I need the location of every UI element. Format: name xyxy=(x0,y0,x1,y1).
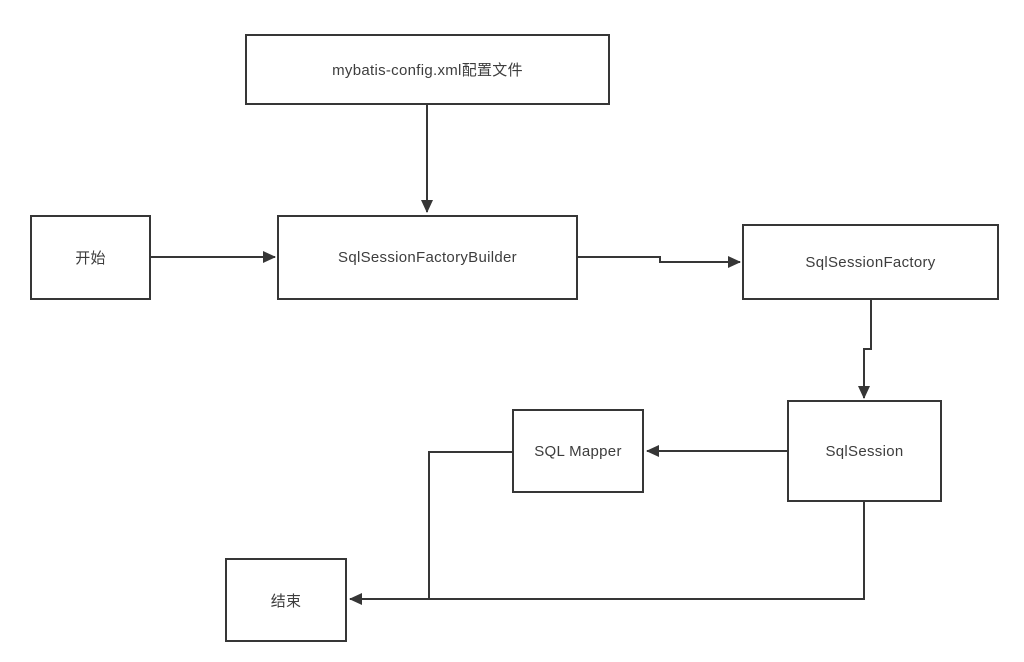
node-sqlsessionfactory-label: SqlSessionFactory xyxy=(805,253,936,271)
node-sqlsession: SqlSession xyxy=(787,400,942,502)
node-sqlsession-label: SqlSession xyxy=(825,442,904,460)
edge-session-to-end xyxy=(349,502,865,605)
node-sqlsessionfactorybuilder: SqlSessionFactoryBuilder xyxy=(277,215,578,300)
node-sql-mapper-label: SQL Mapper xyxy=(534,442,622,460)
node-config-label: mybatis-config.xml配置文件 xyxy=(332,62,523,79)
edge-factory-to-session xyxy=(858,300,872,399)
node-sqlsessionfactorybuilder-label: SqlSessionFactoryBuilder xyxy=(338,249,517,266)
edge-mapper-to-junction xyxy=(428,451,512,598)
node-config: mybatis-config.xml配置文件 xyxy=(245,34,610,105)
edge-builder-to-factory xyxy=(578,256,741,268)
node-sql-mapper: SQL Mapper xyxy=(512,409,644,493)
node-end-label: 结束 xyxy=(270,592,302,610)
node-sqlsessionfactory: SqlSessionFactory xyxy=(742,224,999,300)
node-end: 结束 xyxy=(225,558,347,642)
node-start-label: 开始 xyxy=(75,250,106,267)
node-start: 开始 xyxy=(30,215,151,300)
